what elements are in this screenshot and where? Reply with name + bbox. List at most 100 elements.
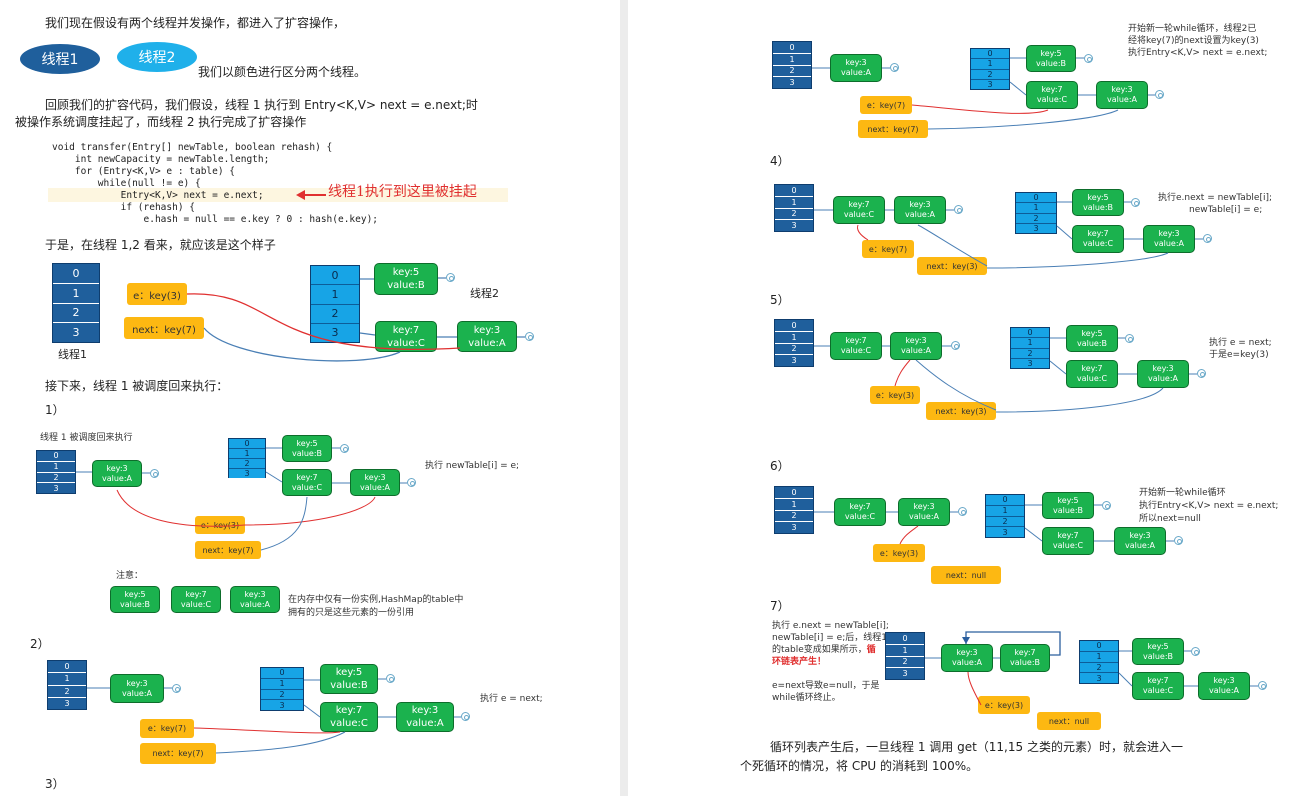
s5-note-1: 执行 e = next; [1209,338,1272,348]
null-icon [1258,681,1267,690]
step-2-label: 2） [30,637,50,651]
null-icon [951,341,960,350]
s6-links [814,504,1174,545]
s4-pointer-next: next：key(3) [917,257,987,275]
s6-pointer-next: next：null [931,566,1001,584]
null-icon [1084,54,1093,63]
note-text-1: 在内存中仅有一份实例,HashMap的table中 [288,595,464,605]
code-line-4: while(null != e) { [52,178,201,189]
code-highlight [48,188,508,202]
s3-links [812,57,1155,130]
s7-note-5: while循环终止。 [772,693,841,703]
code-annotation: 线程1执行到这里被挂起 [328,184,477,200]
code-line-1: void transfer(Entry[] newTable, boolean … [52,142,333,153]
paragraph-intro: 我们现在假设有两个线程并发操作，都进入了扩容操作， [45,16,346,30]
s7-note-2: newTable[i] = e;后，线程1 [772,633,887,643]
null-icon [340,444,349,453]
null-icon [1191,647,1200,656]
code-line-2: int newCapacity = newTable.length; [52,154,270,165]
step1-caption: 线程 1 被调度回来执行 [40,433,133,443]
idx: 2 [53,302,99,323]
idx: 3 [53,322,99,342]
left-page: 我们现在假设有两个线程并发操作，都进入了扩容操作， 线程1 线程2 我们以颜色进… [0,0,620,796]
null-icon [1131,198,1140,207]
note-label: 注意： [116,571,144,581]
s7-links [925,631,1258,706]
code-line-3: for (Entry<K,V> e : table) { [52,166,236,177]
s6-note-3: 所以next=null [1139,514,1201,524]
paragraph-view: 于是，在线程 1,2 看来，就应该是这个样子 [45,238,276,252]
note-text-2: 拥有的只是这些元素的一份引用 [288,608,415,618]
pointer-next: next：key(7) [124,317,204,339]
step-7-label: 7） [770,599,790,613]
idx: 1 [311,284,359,304]
paragraph-review-2: 被操作系统调度挂起了，而线程 2 执行完成了扩容操作 [15,115,307,129]
idx: 0 [311,266,359,285]
null-icon [1155,90,1164,99]
s1-links [76,447,407,551]
null-icon [1102,501,1111,510]
null-icon [1174,536,1183,545]
null-icon [958,507,967,516]
s7-note-4: e=next导致e=null，于是 [772,681,880,691]
s2-pointer-e: e：key(7) [140,719,194,738]
s3-note-2: 经将key(7)的next设置为key(3) [1128,36,1259,46]
s7-note-1: 执行 e.next = newTable[i]; [772,621,889,631]
s3-note-1: 开始新一轮while循环，线程2已 [1128,24,1257,34]
s4-note-2: newTable[i] = e; [1189,205,1263,215]
code-line-7: e.hash = null == e.key ? 0 : hash(e.key)… [52,214,379,225]
s2-pointer-next: next：key(7) [140,743,216,764]
code-arrow [296,190,326,200]
null-icon [386,674,395,683]
s1-pointer-next: next：key(7) [195,541,261,559]
s7-note-red: 环链表产生！ [772,657,827,667]
step-6-label: 6） [770,459,790,473]
paragraph-review-1: 回顾我们的扩容代码，我们假设，线程 1 执行到 Entry<K,V> next … [45,98,478,112]
code-line-5: Entry<K,V> next = e.next; [52,190,264,201]
idx: 3 [311,322,359,342]
null-icon [954,205,963,214]
paragraph-color: 我们以颜色进行区分两个线程。 [198,65,367,79]
s5-note-2: 于是e=key(3) [1209,350,1269,360]
null-icon [446,273,455,282]
paragraph-conclusion-1: 循环列表产生后，一旦线程 1 调用 get（11,15 之类的元素）时，就会进入… [770,740,1183,754]
s7-pointer-next: next：null [1037,712,1101,730]
s1-pointer-e: e：key(3) [195,516,245,534]
idx: 1 [53,282,99,303]
